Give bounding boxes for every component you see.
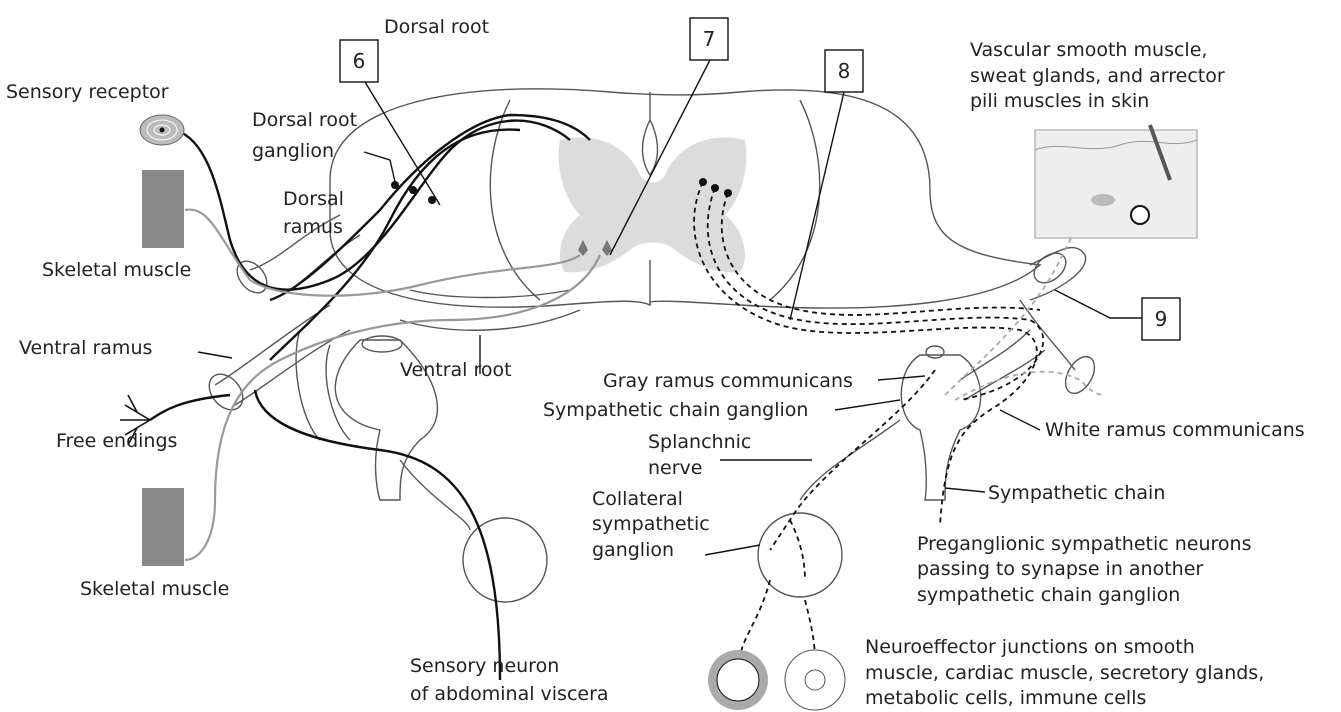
- label-preganglionic-3: sympathetic chain ganglion: [917, 584, 1180, 606]
- callout-6-label: 6: [353, 49, 366, 73]
- label-dorsal-ramus-2: ramus: [283, 216, 343, 238]
- callout-8-label: 8: [838, 59, 851, 83]
- label-vascular-1: Vascular smooth muscle,: [970, 39, 1207, 61]
- sensory-receptor-icon: [140, 115, 184, 145]
- label-chain-ganglion: Sympathetic chain ganglion: [543, 399, 808, 421]
- callout-9: 9: [1055, 290, 1180, 340]
- label-ventral-root: Ventral root: [400, 359, 512, 381]
- label-dorsal-ramus-1: Dorsal: [283, 188, 344, 210]
- label-collateral-1: Collateral: [592, 488, 683, 510]
- label-preganglionic-1: Preganglionic sympathetic neurons: [917, 533, 1252, 555]
- label-splanchnic-1: Splanchnic: [648, 431, 751, 453]
- label-dorsal-root: Dorsal root: [384, 16, 489, 38]
- gland-icon: [785, 650, 845, 710]
- gray-matter: [559, 137, 747, 272]
- label-sensory-neuron-2: of abdominal viscera: [410, 683, 609, 705]
- label-dorsal-root-ganglion-2: ganglion: [252, 140, 334, 162]
- label-gray-ramus: Gray ramus communicans: [603, 370, 853, 392]
- spinal-nerve-outline: [202, 215, 580, 602]
- label-neuroeffector-1: Neuroeffector junctions on smooth: [865, 636, 1195, 658]
- label-vascular-3: pili muscles in skin: [970, 90, 1149, 112]
- label-dorsal-root-ganglion-1: Dorsal root: [252, 109, 357, 131]
- label-neuroeffector-2: muscle, cardiac muscle, secretory glands…: [865, 662, 1264, 684]
- label-preganglionic-2: passing to synapse in another: [917, 558, 1203, 580]
- label-neuroeffector-3: metabolic cells, immune cells: [865, 687, 1146, 709]
- label-free-endings: Free endings: [56, 430, 177, 452]
- smooth-muscle-icon: [708, 650, 768, 710]
- label-ventral-ramus: Ventral ramus: [19, 337, 152, 359]
- label-vascular-2: sweat glands, and arrector: [970, 65, 1225, 87]
- label-skeletal-muscle-top: Skeletal muscle: [42, 259, 191, 281]
- skeletal-muscle-bottom-icon: [142, 488, 184, 566]
- callout-7-label: 7: [703, 27, 716, 51]
- callout-9-label: 9: [1155, 307, 1168, 331]
- label-sensory-neuron-1: Sensory neuron: [410, 655, 559, 677]
- label-collateral-2: sympathetic: [592, 513, 710, 535]
- label-sensory-receptor: Sensory receptor: [6, 81, 169, 103]
- label-collateral-3: ganglion: [592, 539, 674, 561]
- label-white-ramus: White ramus communicans: [1045, 419, 1305, 441]
- label-splanchnic-2: nerve: [648, 457, 702, 479]
- label-skeletal-muscle-bottom: Skeletal muscle: [80, 578, 229, 600]
- skeletal-muscle-top-icon: [142, 170, 184, 248]
- skin-illustration: [1035, 125, 1197, 238]
- label-sympathetic-chain: Sympathetic chain: [988, 482, 1165, 504]
